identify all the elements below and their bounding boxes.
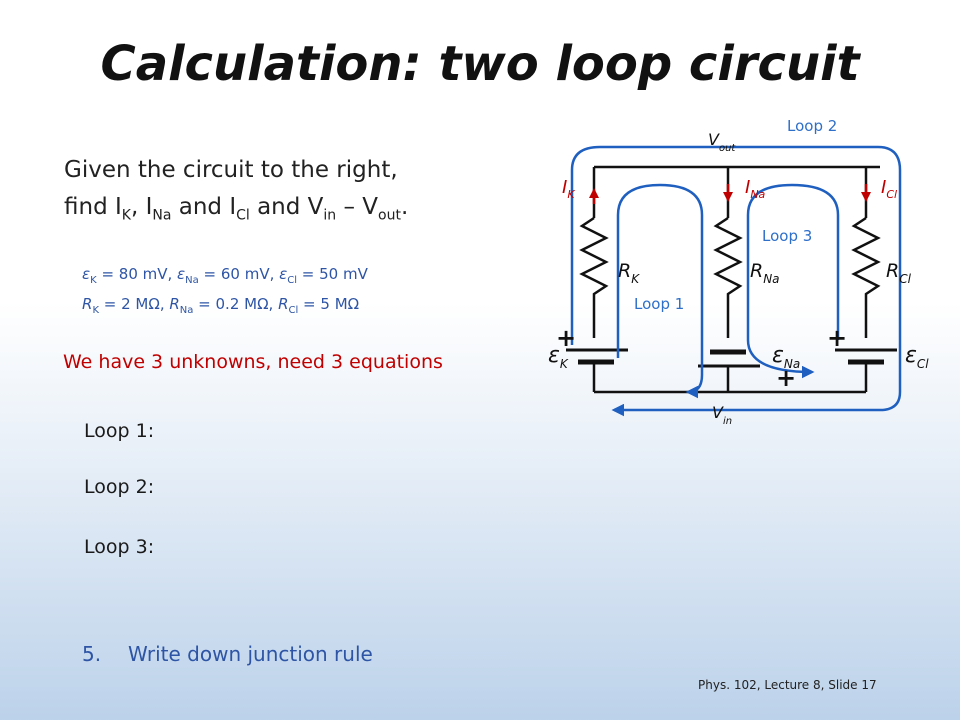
emf-values: εK = 80 mV, εNa = 60 mV, εCl = 50 mV <box>82 265 368 286</box>
given-line-1: Given the circuit to the right, <box>64 157 398 183</box>
text: . <box>400 194 409 220</box>
v-in-label: Vin <box>712 403 732 427</box>
subscript: K <box>92 305 99 316</box>
slide-title: Calculation: two loop circuit <box>100 36 860 92</box>
subscript: Cl <box>886 188 897 201</box>
subscript: Cl <box>899 272 911 286</box>
symbol: ε <box>82 265 91 283</box>
subscript: Cl <box>288 305 299 316</box>
given-line-2: find IK, INa and ICl and Vin – Vout. <box>64 194 408 224</box>
subscript: in <box>323 207 337 224</box>
value: = 50 mV <box>297 265 368 283</box>
value: = 80 mV, <box>96 265 178 283</box>
current-k-label: IK <box>562 177 575 201</box>
subscript: Na <box>750 188 765 201</box>
current-cl-label: ICl <box>881 177 897 201</box>
resistor-cl <box>851 216 881 338</box>
step-text: Write down junction rule <box>128 642 373 666</box>
text: and I <box>171 194 237 220</box>
subscript: Na <box>784 357 800 371</box>
text: find I <box>64 194 122 220</box>
subscript: Cl <box>236 207 250 224</box>
subscript: K <box>631 272 640 286</box>
symbol: I <box>562 177 567 198</box>
subscript: out <box>378 207 401 224</box>
resistance-values: RK = 2 MΩ, RNa = 0.2 MΩ, RCl = 5 MΩ <box>82 295 359 316</box>
step-number: 5. <box>82 642 102 666</box>
subscript: Cl <box>917 357 929 371</box>
symbol: V <box>708 130 720 149</box>
symbol: R <box>886 260 899 282</box>
symbol: ε <box>772 343 784 368</box>
symbol: I <box>745 177 750 198</box>
text: – V <box>336 194 379 220</box>
current-na-label: INa <box>745 177 766 201</box>
plus-sign-na: + <box>776 364 796 392</box>
emf-k-label: εK <box>548 343 569 371</box>
step-5: 5. Write down junction rule <box>82 642 373 666</box>
resistor-cl-label: RCl <box>886 260 912 286</box>
loop-3-label: Loop 3: <box>84 536 155 558</box>
resistor-na-label: RNa <box>750 260 780 286</box>
loop-arrows <box>570 145 902 417</box>
symbol: ε <box>548 343 560 368</box>
loop-1-label: Loop 1 <box>634 295 684 313</box>
loop-2-label: Loop 2 <box>787 117 837 135</box>
symbol: R <box>169 295 180 313</box>
symbol: ε <box>279 265 288 283</box>
symbol: ε <box>905 343 917 368</box>
subscript: K <box>121 207 131 224</box>
unknowns-note: We have 3 unknowns, need 3 equations <box>63 351 443 373</box>
loop-1-label: Loop 1: <box>84 420 155 442</box>
loop-1-arrow <box>616 183 704 399</box>
symbol: ε <box>177 265 186 283</box>
symbol: V <box>712 403 724 422</box>
symbol: I <box>881 177 886 198</box>
circuit-wires <box>566 165 897 394</box>
loop-3-label: Loop 3 <box>762 227 812 245</box>
symbol: R <box>618 260 631 282</box>
subscript: Na <box>152 207 172 224</box>
subscript: K <box>90 275 97 286</box>
emf-na-label: εNa <box>772 343 800 371</box>
value: = 5 MΩ <box>298 295 360 313</box>
current-arrows <box>589 184 871 204</box>
symbol: R <box>82 295 93 313</box>
value: = 0.2 MΩ, <box>193 295 279 313</box>
loop-2-label: Loop 2: <box>84 476 155 498</box>
value: = 60 mV, <box>198 265 280 283</box>
subscript: Cl <box>287 275 298 286</box>
slide-footer: Phys. 102, Lecture 8, Slide 17 <box>698 678 877 692</box>
resistor-na <box>713 216 743 338</box>
text: and V <box>249 194 324 220</box>
subscript: Na <box>179 305 194 316</box>
loop-2-arrow <box>570 145 902 417</box>
subscript: out <box>719 143 736 154</box>
plus-sign-k: + <box>556 324 576 352</box>
symbol: R <box>750 260 763 282</box>
emf-cl-label: εCl <box>905 343 929 371</box>
resistor-k-label: RK <box>618 260 640 286</box>
subscript: Na <box>763 272 779 286</box>
subscript: in <box>723 416 732 427</box>
subscript: Na <box>185 275 199 286</box>
v-out-label: Vout <box>708 130 736 154</box>
loop-3-arrow <box>746 183 840 379</box>
subscript: K <box>560 357 569 371</box>
resistor-k <box>579 216 609 338</box>
circuit-diagram: Loop 2 Loop 3 Loop 1 Vout Vin IK INa ICl… <box>548 117 929 427</box>
value: = 2 MΩ, <box>99 295 170 313</box>
symbol: R <box>278 295 289 313</box>
text: , I <box>130 194 153 220</box>
plus-sign-cl: + <box>827 324 847 352</box>
subscript: K <box>567 188 575 201</box>
